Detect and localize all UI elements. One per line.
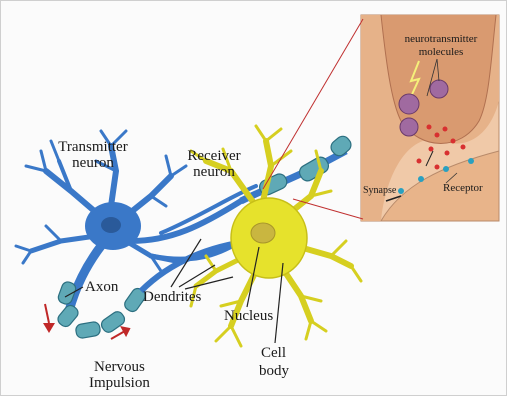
synapse-inset: neurotransmitter molecules Receptor Syna… — [361, 15, 499, 221]
inset-neurotransmitter-label-1: neurotransmitter — [405, 33, 478, 45]
transmitter-neuron-label-2: neuron — [72, 155, 114, 171]
impulse-label-1: Nervous — [94, 359, 145, 375]
transmitter-neuron-label-1: Transmitter — [58, 139, 127, 155]
impulse-label-2: Impulsion — [89, 375, 150, 391]
cell-body-label-2: body — [259, 363, 290, 379]
receiver-neuron-label-2: neuron — [193, 164, 235, 180]
inset-neurotransmitter-label-2: molecules — [419, 46, 464, 58]
receiver-neuron-label-1: Receiver — [187, 148, 240, 164]
cell-body-label-1: Cell — [261, 345, 286, 361]
inset-receptor-label: Receptor — [443, 182, 483, 194]
upper-axon-sheath — [241, 133, 354, 201]
axon-label: Axon — [85, 279, 119, 295]
dendrites-label: Dendrites — [143, 289, 201, 305]
nucleus-label: Nucleus — [224, 308, 273, 324]
inset-synapse-label: Synapse — [363, 185, 397, 196]
